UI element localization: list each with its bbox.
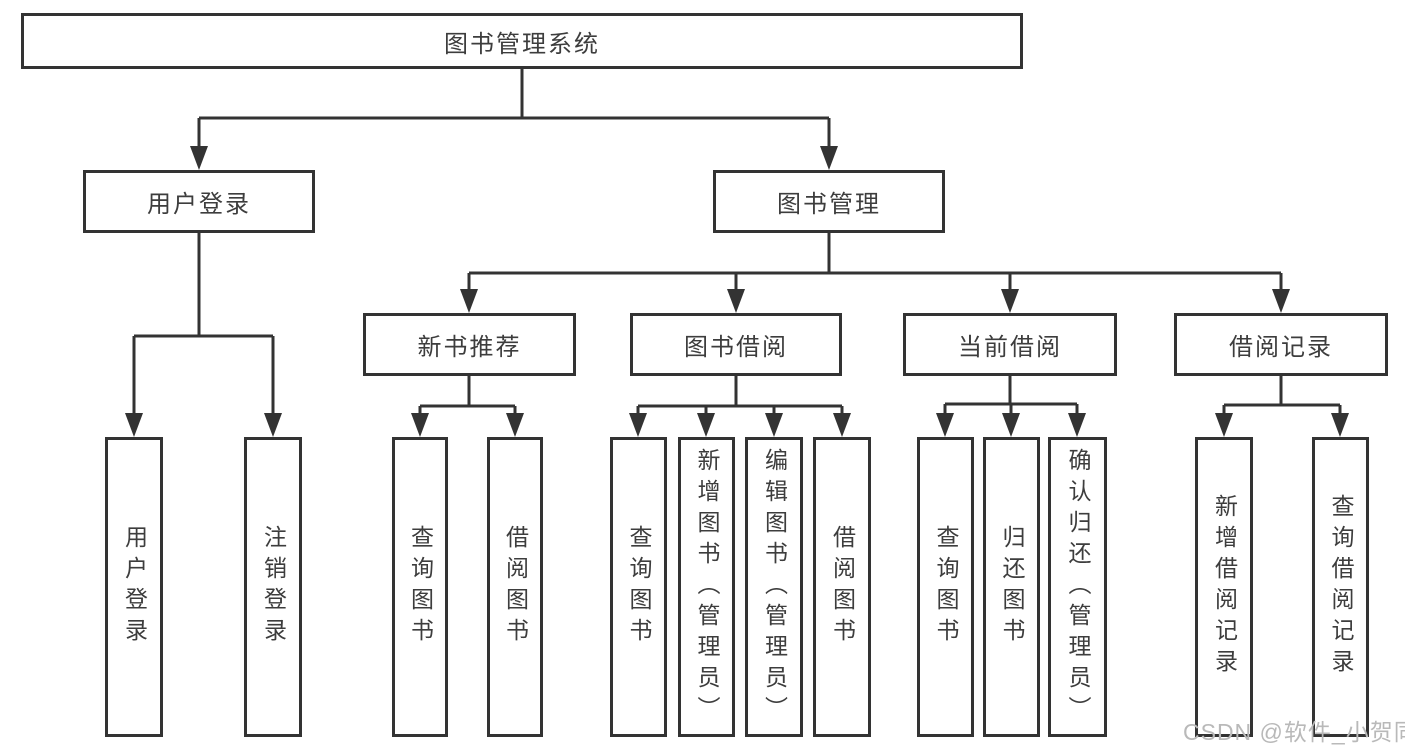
- node-label: 借阅记录: [1229, 334, 1333, 361]
- node-user-login: 用户登录: [83, 170, 315, 233]
- node-label: 注销登录: [260, 525, 287, 649]
- node-new-book-recommendation: 新书推荐: [363, 313, 576, 376]
- node-library-management-system: 图书管理系统: [21, 13, 1023, 69]
- leaf-query-books-current: 查询图书: [917, 437, 974, 737]
- node-label: 用户登录: [147, 191, 251, 218]
- node-label: 借阅图书: [829, 525, 856, 649]
- node-book-borrowing: 图书借阅: [630, 313, 842, 376]
- connector-new-book-rec: [411, 376, 524, 437]
- node-label: 查询图书: [933, 525, 959, 649]
- connector-book-management: [460, 233, 1290, 313]
- node-label: 新增借阅记录: [1211, 494, 1238, 680]
- connector-book-borrowing: [629, 376, 851, 437]
- node-book-management: 图书管理: [713, 170, 945, 233]
- node-label: 编辑图书（管理员）: [761, 447, 788, 727]
- leaf-borrow-books: 借阅图书: [813, 437, 871, 737]
- connector-current-borrowing: [936, 376, 1086, 437]
- csdn-watermark: CSDN @软件_小贺同学: [1183, 719, 1405, 745]
- node-label: 当前借阅: [958, 334, 1062, 361]
- node-label: 图书管理: [777, 191, 881, 218]
- connector-borrowing-records: [1215, 376, 1349, 437]
- node-label: 查询图书: [626, 525, 652, 649]
- leaf-query-borrow-record: 查询借阅记录: [1312, 437, 1369, 737]
- node-borrowing-records: 借阅记录: [1174, 313, 1388, 376]
- node-label: 用户登录: [121, 525, 148, 649]
- node-label: 借阅图书: [502, 525, 529, 649]
- leaf-return-books: 归还图书: [983, 437, 1040, 737]
- leaf-add-borrow-record: 新增借阅记录: [1195, 437, 1253, 737]
- node-label: 图书管理系统: [444, 30, 600, 58]
- node-current-borrowing: 当前借阅: [903, 313, 1117, 376]
- node-label: 图书借阅: [684, 334, 788, 361]
- leaf-borrow-books-recommend: 借阅图书: [487, 437, 543, 737]
- node-label: 新书推荐: [417, 334, 522, 361]
- leaf-confirm-return-admin: 确认归还（管理员）: [1048, 437, 1107, 737]
- node-label: 归还图书: [999, 525, 1025, 649]
- leaf-edit-books-admin: 编辑图书（管理员）: [745, 437, 803, 737]
- node-label: 新增图书（管理员）: [694, 447, 720, 727]
- node-label: 确认归还（管理员）: [1065, 447, 1091, 727]
- leaf-query-books-borrowing: 查询图书: [610, 437, 667, 737]
- node-label: 查询借阅记录: [1328, 494, 1354, 680]
- node-label: 查询图书: [407, 525, 434, 649]
- leaf-logout: 注销登录: [244, 437, 302, 737]
- leaf-query-books-recommend: 查询图书: [392, 437, 448, 737]
- leaf-user-login: 用户登录: [105, 437, 163, 737]
- leaf-add-books-admin: 新增图书（管理员）: [678, 437, 735, 737]
- connector-user-login: [125, 233, 282, 437]
- connector-root: [190, 67, 838, 170]
